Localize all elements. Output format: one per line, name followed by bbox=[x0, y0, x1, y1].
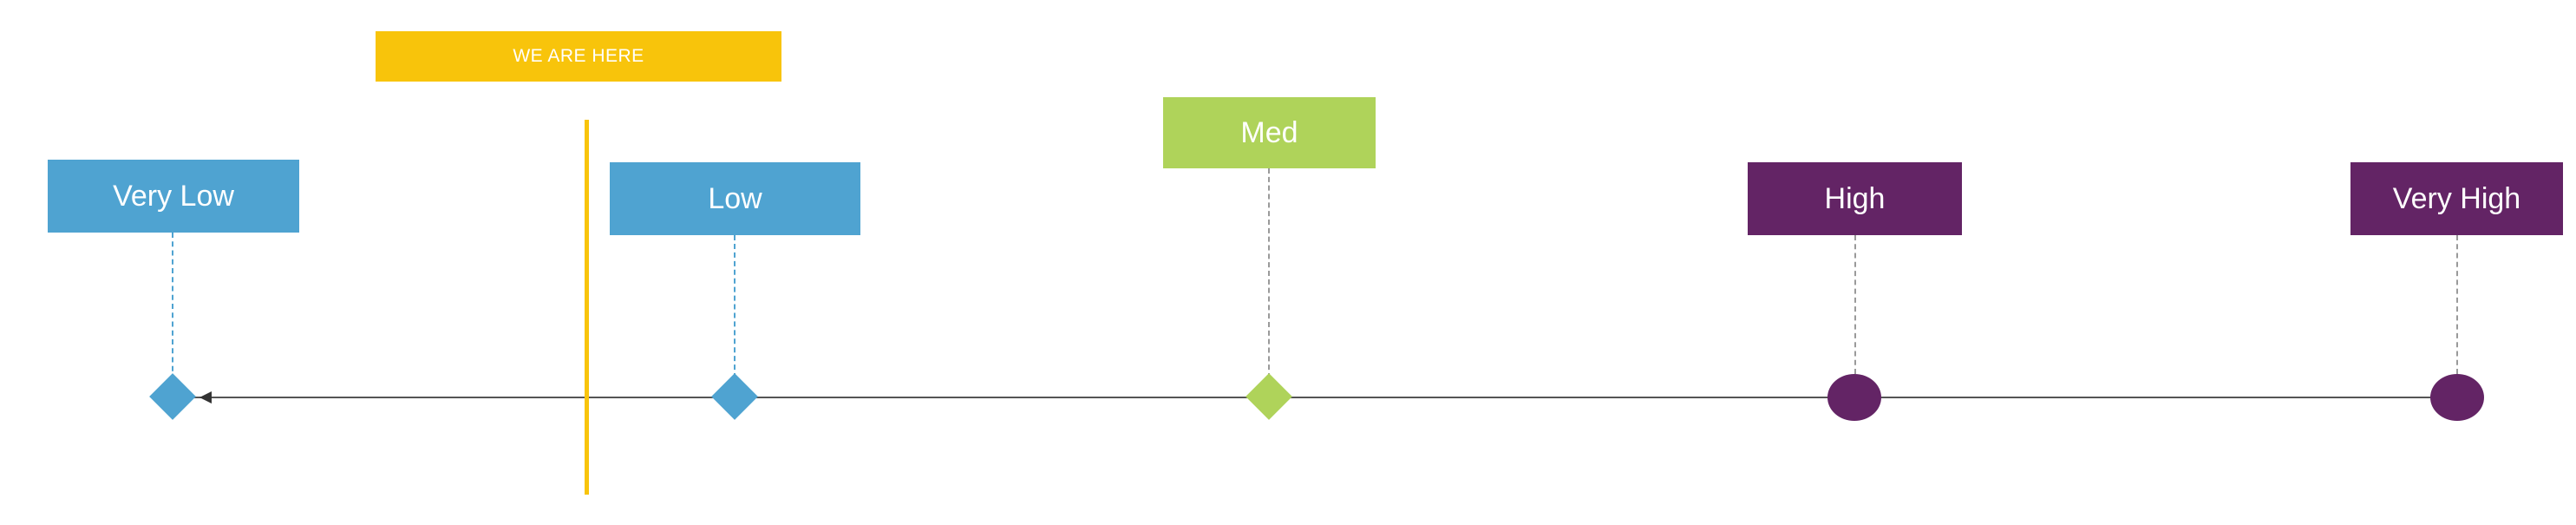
level-high-circle-icon bbox=[1827, 374, 1881, 421]
axis-arrow-left-icon bbox=[199, 391, 212, 404]
level-high-label: High bbox=[1748, 162, 1962, 235]
level-very-high-connector bbox=[2456, 235, 2458, 374]
timeline-axis bbox=[173, 397, 2460, 398]
level-high-connector bbox=[1854, 235, 1856, 374]
level-very-low-connector bbox=[172, 233, 173, 380]
level-very-high-label: Very High bbox=[2350, 162, 2563, 235]
level-low-label: Low bbox=[610, 162, 860, 235]
we-are-here-banner: WE ARE HERE bbox=[376, 31, 781, 82]
level-low-diamond-icon bbox=[711, 373, 758, 420]
level-med-diamond-icon bbox=[1246, 373, 1292, 420]
level-med-connector bbox=[1268, 168, 1270, 378]
level-low-connector bbox=[734, 235, 736, 378]
level-very-low-diamond-icon bbox=[149, 373, 196, 420]
we-are-here-line bbox=[585, 120, 589, 495]
level-very-high-circle-icon bbox=[2430, 374, 2484, 421]
level-very-low-label: Very Low bbox=[48, 160, 299, 233]
level-med-label: Med bbox=[1163, 97, 1376, 168]
